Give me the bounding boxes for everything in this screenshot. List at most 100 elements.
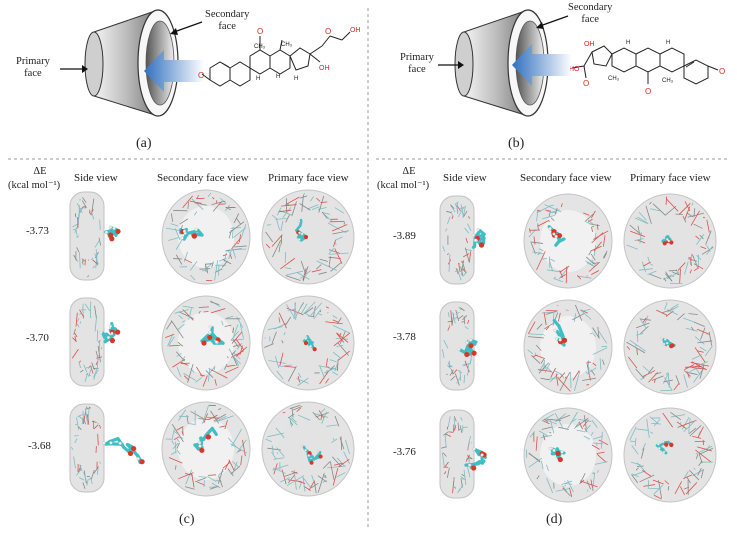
host-bond [453,425,457,432]
host-bond [191,473,195,488]
hydrogen-atom [198,444,202,448]
host-bond [224,366,239,374]
energy-value: -3.78 [393,331,416,343]
host-bond [663,277,667,282]
host-bond [602,359,605,366]
hydrogen-atom [665,341,669,345]
host-bond [682,215,687,223]
host-bond [267,326,283,330]
host-bond [329,461,335,480]
host-bond [457,315,464,320]
delta-e-label: ΔE [402,166,416,177]
hydrogen-atom [300,338,304,342]
hydrogen-atom [104,230,109,234]
primary-arrow-icon [438,61,464,69]
host-cavity [540,424,596,486]
oh-a2: OH [319,65,330,72]
host-bond [546,418,561,421]
host-bond [540,377,550,381]
host-bond [316,260,338,271]
header-primary-face-view: Primary face view [268,172,349,184]
host-bond [463,469,467,486]
host-bond [93,424,99,430]
host-bond [699,364,705,379]
host-bond [560,203,563,208]
host-bond [75,469,82,476]
host-bond [704,345,713,357]
host-bond [309,302,323,317]
host-bond [293,469,297,490]
host-bond [321,411,327,424]
host-bond [694,361,709,368]
host-bond [316,197,321,202]
hydrogen-atom [552,232,556,236]
host-bond [594,461,608,465]
host-bond [336,457,346,467]
host-bond [319,408,326,414]
host-bond [597,469,599,473]
host-bond [272,467,286,474]
host-bond [321,211,328,219]
host-bond [90,477,93,484]
hydrogen-atom [554,234,558,239]
host-bond [314,413,329,418]
host-bond [208,474,217,476]
oxygen-atom [662,241,667,246]
host-bond [527,349,533,355]
host-bond [444,433,452,437]
host-bond [81,260,84,265]
host-bond [176,366,182,378]
host-bond [189,423,195,425]
host-bond [533,236,536,245]
host-bond [325,321,343,325]
host-bond [336,472,346,478]
host-bond [447,365,452,370]
host-bond [175,465,177,470]
host-bond [550,367,556,378]
host-bond [195,377,202,383]
hydrogen-atom [304,448,307,452]
host-bond [71,348,79,359]
secondary-arrow-icon [170,21,203,35]
host-bond [207,476,217,482]
host-bond [182,305,194,309]
host-bond [647,256,650,263]
host-bond [645,205,652,224]
host-bond [74,224,79,233]
ch3-b2: CH₃ [662,78,674,84]
host-bond [687,212,704,218]
host-bond [679,268,681,284]
host-bond [528,229,537,238]
ketone-b3: O [719,67,725,76]
host-bond [168,237,179,241]
host-bond [225,204,231,212]
delta-e-label: ΔE [33,166,47,177]
host-bond [670,303,679,310]
energy-value: -3.89 [393,230,416,242]
host-bond [689,469,700,481]
host-bond [213,413,227,422]
host-bond [446,253,450,255]
ketone-a2: O [257,27,263,36]
host-bond [175,254,183,265]
host-cavity [640,424,700,486]
host-bond [299,270,312,279]
host-bond [232,226,234,239]
host-bond [665,372,669,376]
host-bond [328,256,331,265]
host-bond [540,358,545,364]
host-bond [96,329,99,342]
host-bond [651,422,661,425]
host-bond [463,253,470,258]
host-bond [73,328,76,335]
host-bond [339,437,345,450]
host-bond [87,275,90,278]
host-bond [676,313,685,321]
host-bond [450,204,455,210]
host-bond [540,257,548,260]
host-bond [311,269,322,273]
host-bond [302,266,309,282]
host-bond [590,210,596,219]
